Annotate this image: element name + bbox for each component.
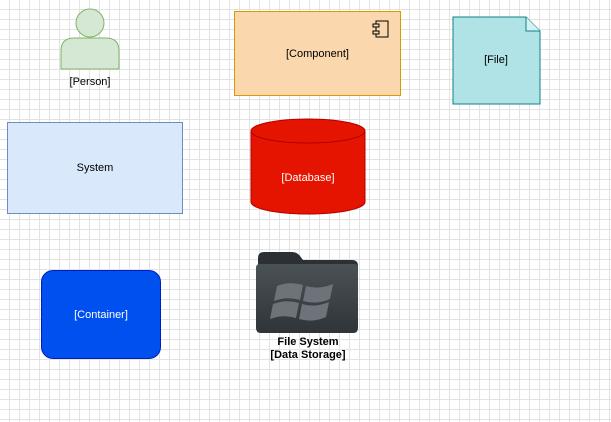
container-shape[interactable]: [Container] — [41, 270, 161, 359]
file-page-icon — [452, 16, 541, 105]
container-label: [Container] — [74, 308, 128, 321]
person-label: [Person] — [69, 76, 111, 88]
person-icon — [60, 8, 120, 70]
system-shape[interactable]: System — [7, 122, 183, 214]
component-icon — [372, 20, 389, 38]
component-label: [Component] — [286, 47, 349, 60]
system-label: System — [76, 162, 114, 174]
file-system-title: File System — [277, 336, 339, 348]
file-shape[interactable] — [452, 16, 542, 106]
file-label: [File] — [484, 54, 508, 66]
windows-folder-icon — [256, 252, 358, 333]
file-system-shape[interactable] — [254, 250, 360, 334]
database-label: [Database] — [281, 172, 335, 184]
person-shape[interactable] — [56, 6, 124, 70]
file-system-subtitle: [Data Storage] — [270, 349, 346, 361]
cylinder-icon — [250, 118, 366, 215]
component-shape[interactable]: [Component] — [234, 11, 401, 96]
database-shape[interactable] — [250, 118, 366, 216]
